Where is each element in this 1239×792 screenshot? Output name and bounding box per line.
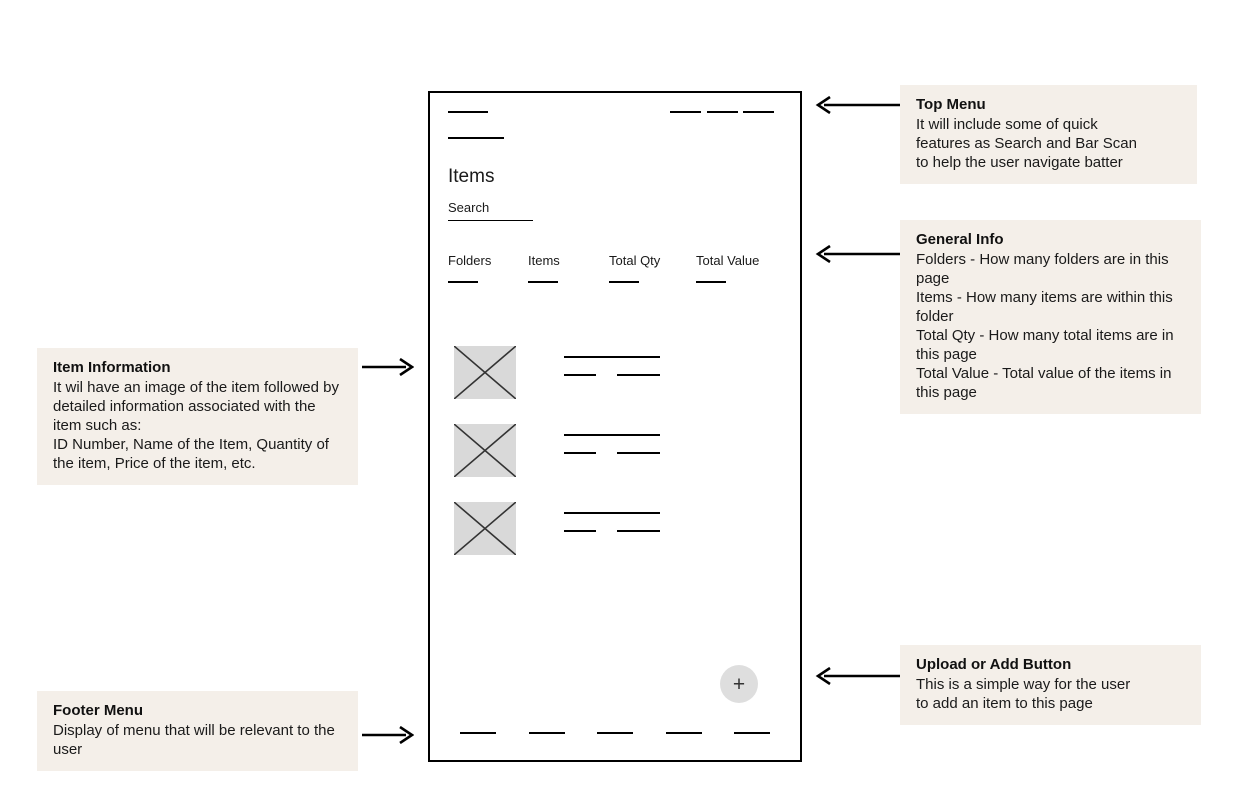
stat-items-label: Items bbox=[528, 253, 560, 268]
stat-total-value-label: Total Value bbox=[696, 253, 760, 268]
annotation-title-general-info: General Info bbox=[916, 231, 1004, 248]
annotation-title-upload-add-button: Upload or Add Button bbox=[916, 656, 1072, 673]
top-bar-placeholder-line-right-1[interactable] bbox=[670, 111, 701, 113]
stat-total-qty-value-placeholder bbox=[609, 281, 639, 283]
phone-wireframe-frame: Items Search Folders Items Total Qty Tot… bbox=[428, 91, 802, 762]
list-item[interactable] bbox=[454, 424, 779, 479]
arrow-left-icon-upload-add-button bbox=[814, 667, 900, 685]
list-item-subtitle-placeholder-b bbox=[617, 374, 660, 376]
arrow-left-icon-top-menu bbox=[814, 96, 900, 114]
search-input[interactable]: Search bbox=[448, 199, 533, 221]
list-item[interactable] bbox=[454, 346, 779, 401]
stat-total-qty: Total Qty bbox=[609, 253, 660, 283]
annotation-title-item-information: Item Information bbox=[53, 359, 171, 376]
arrow-right-icon-footer-menu bbox=[362, 726, 414, 744]
annotation-note-item-information: Item Information It wil have an image of… bbox=[37, 348, 358, 485]
annotation-body-upload-add-button: This is a simple way for the user to add… bbox=[916, 676, 1131, 712]
stat-folders-label: Folders bbox=[448, 253, 492, 268]
annotation-body-top-menu: It will include some of quick features a… bbox=[916, 116, 1137, 171]
list-item-title-placeholder bbox=[564, 512, 660, 514]
search-input-label: Search bbox=[448, 200, 490, 215]
stat-items-value-placeholder bbox=[528, 281, 558, 283]
footer-menu-bar bbox=[430, 732, 800, 736]
annotation-title-top-menu: Top Menu bbox=[916, 96, 986, 113]
stat-total-value: Total Value bbox=[696, 253, 759, 283]
annotation-title-footer-menu: Footer Menu bbox=[53, 702, 143, 719]
annotation-body-general-info: Folders - How many folders are in this p… bbox=[916, 251, 1174, 401]
annotation-note-general-info: General Info Folders - How many folders … bbox=[900, 220, 1201, 414]
top-bar-placeholder-line-left-1[interactable] bbox=[448, 111, 488, 113]
list-item-subtitle-placeholder-a bbox=[564, 530, 596, 532]
annotation-body-footer-menu: Display of menu that will be relevant to… bbox=[53, 722, 335, 758]
stat-total-value-value-placeholder bbox=[696, 281, 726, 283]
stat-folders-value-placeholder bbox=[448, 281, 478, 283]
list-item-title-placeholder bbox=[564, 356, 660, 358]
list-item-subtitle-placeholder-a bbox=[564, 374, 596, 376]
top-bar-placeholder-line-left-2[interactable] bbox=[448, 137, 504, 139]
top-bar-placeholder-line-right-2[interactable] bbox=[707, 111, 738, 113]
plus-icon: + bbox=[732, 672, 746, 696]
footer-menu-item-1[interactable] bbox=[460, 732, 496, 734]
footer-menu-item-4[interactable] bbox=[666, 732, 702, 734]
arrow-right-icon-item-information bbox=[362, 358, 414, 376]
list-item-subtitle-placeholder-b bbox=[617, 530, 660, 532]
footer-menu-item-3[interactable] bbox=[597, 732, 633, 734]
stat-folders: Folders bbox=[448, 253, 491, 283]
stat-items: Items bbox=[528, 253, 560, 283]
page-title: Items bbox=[448, 166, 495, 187]
annotation-note-top-menu: Top Menu It will include some of quick f… bbox=[900, 85, 1197, 184]
list-item-title-placeholder bbox=[564, 434, 660, 436]
footer-menu-item-5[interactable] bbox=[734, 732, 770, 734]
arrow-left-icon-general-info bbox=[814, 245, 900, 263]
list-item-subtitle-placeholder-a bbox=[564, 452, 596, 454]
list-item[interactable] bbox=[454, 502, 779, 557]
placeholder-image-icon bbox=[454, 346, 516, 399]
add-item-button[interactable]: + bbox=[720, 665, 758, 703]
list-item-subtitle-placeholder-b bbox=[617, 452, 660, 454]
annotation-note-footer-menu: Footer Menu Display of menu that will be… bbox=[37, 691, 358, 771]
top-bar-placeholder-line-right-3[interactable] bbox=[743, 111, 774, 113]
annotation-note-upload-add-button: Upload or Add Button This is a simple wa… bbox=[900, 645, 1201, 725]
annotation-body-item-information: It wil have an image of the item followe… bbox=[53, 379, 339, 472]
placeholder-image-icon bbox=[454, 424, 516, 477]
footer-menu-item-2[interactable] bbox=[529, 732, 565, 734]
stat-total-qty-label: Total Qty bbox=[609, 253, 661, 268]
placeholder-image-icon bbox=[454, 502, 516, 555]
